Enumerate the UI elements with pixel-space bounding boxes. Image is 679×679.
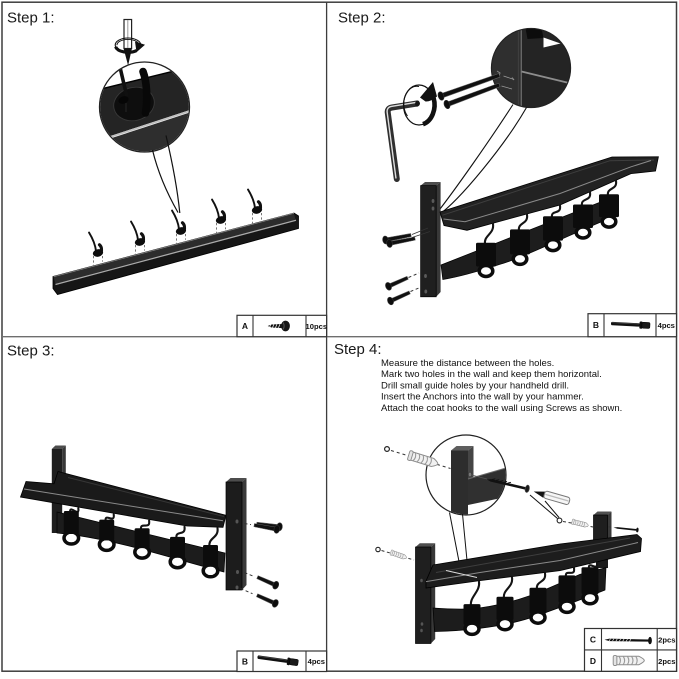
svg-text:Measure the distance between t: Measure the distance between the holes. [381, 358, 554, 369]
svg-text:10pcs: 10pcs [306, 322, 328, 331]
svg-text:B: B [242, 656, 248, 666]
svg-text:4pcs: 4pcs [308, 657, 325, 666]
svg-text:Step 2:: Step 2: [338, 9, 386, 26]
svg-text:Insert the Anchors into the wa: Insert the Anchors into the wall by your… [381, 392, 584, 403]
svg-text:2pcs: 2pcs [658, 635, 675, 644]
svg-text:B: B [593, 320, 599, 330]
svg-text:Mark two holes in the wall and: Mark two holes in the wall and keep them… [381, 369, 602, 380]
svg-text:Step 1:: Step 1: [7, 9, 55, 26]
svg-text:A: A [242, 321, 248, 331]
svg-text:D: D [590, 656, 596, 666]
svg-text:Step 4:: Step 4: [334, 341, 382, 358]
svg-text:4pcs: 4pcs [658, 321, 675, 330]
svg-text:Step 3:: Step 3: [7, 343, 55, 360]
svg-text:Attach the coat hooks to the w: Attach the coat hooks to the wall using … [381, 403, 622, 414]
svg-text:Drill small guide holes by you: Drill small guide holes by your handheld… [381, 380, 569, 391]
svg-text:2pcs: 2pcs [658, 657, 675, 666]
svg-text:C: C [590, 635, 596, 645]
